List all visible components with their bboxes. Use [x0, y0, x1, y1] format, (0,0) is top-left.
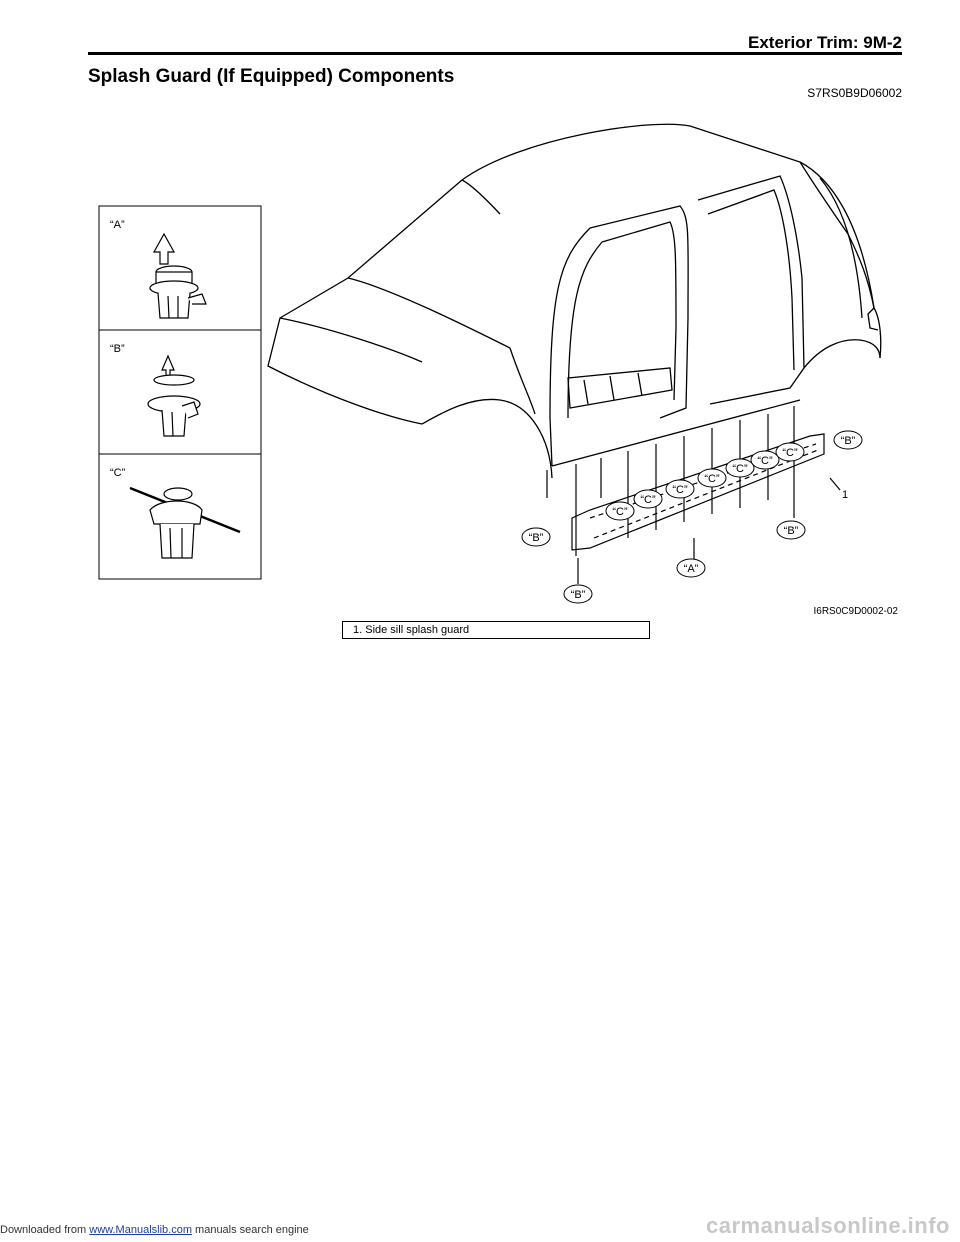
panel-label-a: “A”	[110, 219, 125, 231]
legend-table: 1. Side sill splash guard	[342, 621, 650, 639]
svg-text:“C”: “C”	[704, 473, 720, 485]
callout-c-2: “C”	[633, 489, 663, 509]
watermark: carmanualsonline.info	[706, 1213, 950, 1238]
header-rule	[88, 52, 902, 55]
callout-b-bottom: “B”	[563, 584, 593, 604]
section-code: S7RS0B9D06002	[807, 86, 902, 100]
svg-text:“C”: “C”	[732, 463, 748, 475]
car-body-illustration	[267, 123, 882, 479]
svg-text:“A”: “A”	[684, 563, 699, 575]
svg-text:“C”: “C”	[672, 484, 688, 496]
callout-c-3: “C”	[665, 479, 695, 499]
figure-id: I6RS0C9D0002-02	[813, 606, 899, 617]
legend-item-1: 1. Side sill splash guard	[353, 624, 470, 636]
svg-text:“C”: “C”	[782, 447, 798, 459]
callout-a: “A”	[676, 558, 706, 578]
footer-link[interactable]: www.Manualslib.com	[89, 1224, 192, 1236]
side-sill-splash-guard	[546, 406, 841, 584]
callout-c-4: “C”	[697, 468, 727, 488]
clip-b-illustration	[147, 354, 201, 437]
callout-b-top: “B”	[833, 430, 863, 450]
callout-b-left: “B”	[521, 527, 551, 547]
footer: Downloaded from www.Manualslib.com manua…	[0, 1224, 309, 1236]
svg-text:“C”: “C”	[757, 455, 773, 467]
callout-c-1: “C”	[605, 501, 635, 521]
svg-text:“B”: “B”	[841, 435, 856, 447]
callout-b-right: “B”	[776, 520, 806, 540]
svg-text:“C”: “C”	[640, 494, 656, 506]
svg-text:1: 1	[842, 489, 848, 501]
panel-label-b: “B”	[110, 343, 125, 355]
callout-c-5: “C”	[725, 458, 755, 478]
footer-suffix: manuals search engine	[191, 1224, 309, 1236]
clip-a-illustration	[149, 232, 207, 319]
svg-text:“B”: “B”	[571, 589, 586, 601]
callout-number-1: 1	[842, 489, 848, 501]
svg-text:“C”: “C”	[612, 506, 628, 518]
svg-text:“B”: “B”	[529, 532, 544, 544]
section-title: Splash Guard (If Equipped) Components	[88, 66, 455, 87]
callout-c-7: “C”	[775, 442, 805, 462]
splash-guard-diagram: “A” “B” “C”	[98, 123, 882, 604]
page-header-title: Exterior Trim: 9M-2	[748, 33, 902, 52]
footer-prefix: Downloaded from	[0, 1224, 90, 1236]
clip-panels	[98, 205, 262, 580]
svg-text:“B”: “B”	[784, 525, 799, 537]
panel-label-c: “C”	[110, 467, 126, 479]
clip-c-illustration	[129, 486, 241, 559]
callout-c-6: “C”	[750, 450, 780, 470]
